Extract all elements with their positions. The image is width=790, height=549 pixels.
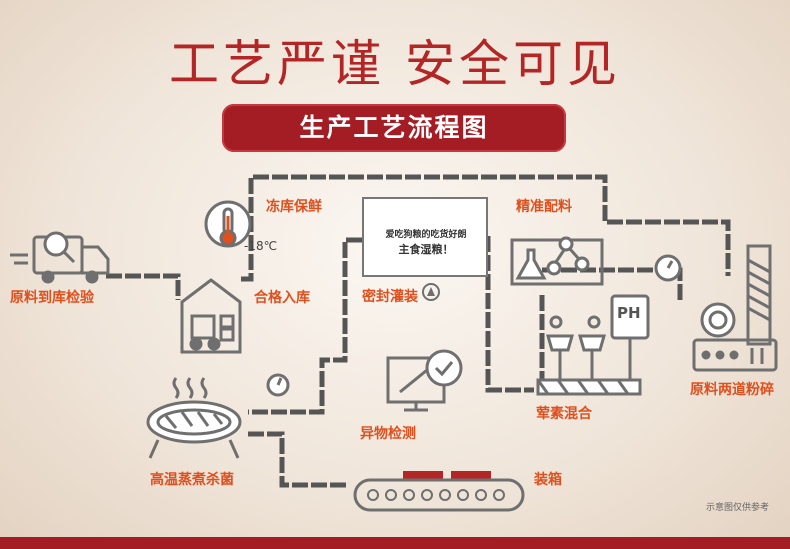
pipe-to-boxing bbox=[248, 431, 348, 488]
step-warehouse: 合格入库 bbox=[254, 290, 310, 306]
foreign-detector-icon bbox=[386, 349, 463, 412]
grinder-icon bbox=[692, 244, 778, 372]
lab-dosing-icon bbox=[510, 236, 604, 286]
headline: 工艺严谨 安全可见 bbox=[169, 35, 621, 93]
thermometer-icon bbox=[204, 200, 252, 248]
pipe-intake-to-warehouse bbox=[106, 273, 181, 300]
pipe-sealing-down bbox=[485, 236, 534, 393]
product-screen: 爱吃狗粮的吃货好朗 主食湿粮！ bbox=[362, 197, 488, 277]
sealing-can-icon bbox=[422, 283, 440, 301]
title-banner: 生产工艺流程图 bbox=[222, 104, 566, 152]
step-sealing: 密封灌装 bbox=[362, 289, 418, 305]
screen-line-1: 爱吃狗粮的吃货好朗 bbox=[385, 230, 467, 240]
warehouse-icon bbox=[180, 278, 242, 354]
pipe-warehouse-to-cold bbox=[241, 174, 731, 282]
step-grinding: 原料两道粉碎 bbox=[690, 382, 774, 398]
screen-line-2: 主食湿粮！ bbox=[398, 243, 454, 256]
step-sterilization: 高温蒸煮杀菌 bbox=[150, 472, 234, 488]
conveyor-icon bbox=[353, 471, 525, 512]
step-cold-storage: 冻库保鲜 bbox=[266, 199, 322, 215]
step-inspection: 原料到库检验 bbox=[10, 290, 94, 306]
pipe-screen-left bbox=[248, 237, 362, 415]
step-boxing: 装箱 bbox=[534, 472, 562, 488]
steam-sterilizer-icon bbox=[146, 377, 242, 459]
step-dosing: 精准配料 bbox=[516, 199, 572, 215]
step-mixing: 荤素混合 bbox=[536, 406, 592, 422]
footnote: 示意图仅供参考 bbox=[706, 503, 770, 513]
ph-meter-label: PH bbox=[617, 304, 641, 322]
pressure-gauge-icon bbox=[266, 254, 682, 397]
step-foreign-check: 异物检测 bbox=[360, 426, 416, 442]
truck-inspection-icon bbox=[10, 231, 110, 284]
mixing-station-icon bbox=[536, 294, 650, 396]
temperature-readout: -18℃ bbox=[244, 239, 278, 253]
bottom-bar bbox=[0, 537, 790, 549]
